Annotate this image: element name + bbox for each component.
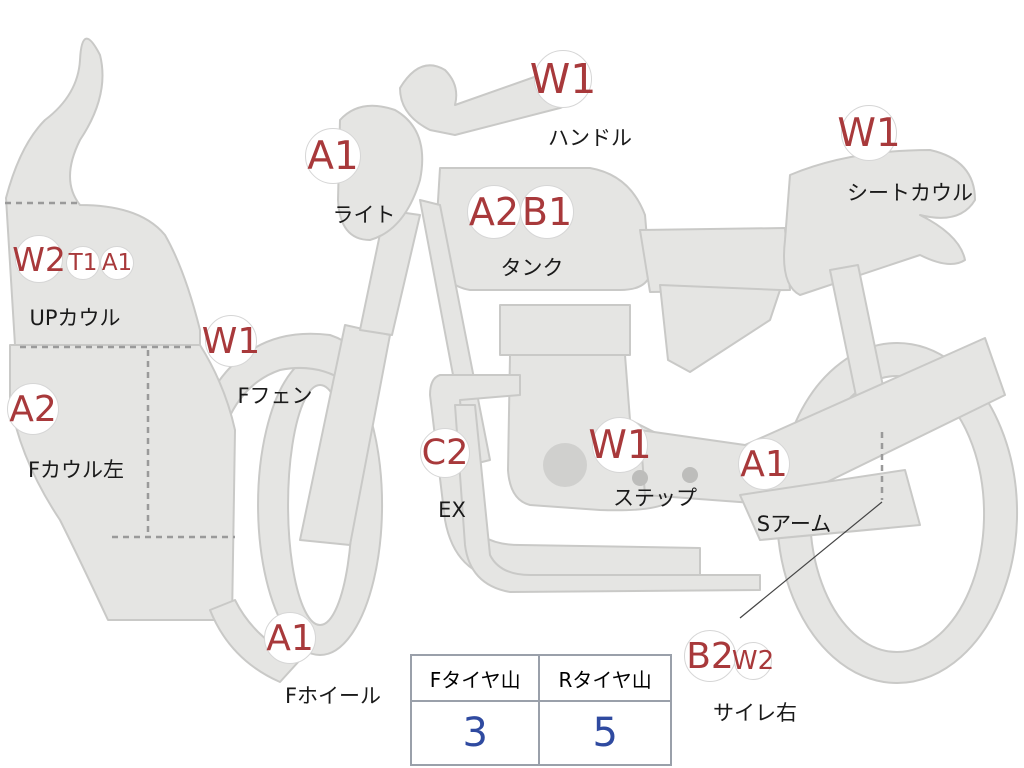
engine-top-shape xyxy=(499,304,631,356)
step-peg-left xyxy=(632,470,648,486)
light-shape xyxy=(337,104,424,241)
rear-tire-value: 5 xyxy=(538,700,672,766)
chin-cowl-shape xyxy=(209,599,301,683)
damage-code: A2 xyxy=(468,190,520,234)
damage-code-badge: W2 xyxy=(12,235,66,283)
damage-code: A2 xyxy=(9,388,57,430)
damage-code: T1 xyxy=(68,250,98,276)
part-label: ステップ xyxy=(613,486,697,510)
damage-code: B2 xyxy=(686,635,734,677)
engine-cover-circle xyxy=(543,443,587,487)
side-panel-shape xyxy=(659,284,781,373)
part-label: EX xyxy=(438,498,466,522)
part-label: Fホイール xyxy=(284,684,382,708)
seat-cowl-shape xyxy=(783,149,976,296)
seat-shape xyxy=(639,227,791,293)
rear-tire-header: Rタイヤ山 xyxy=(538,654,672,702)
damage-code: W1 xyxy=(201,320,261,362)
part-label: Sアーム xyxy=(756,512,832,536)
damage-code-badge: A1 xyxy=(738,438,790,490)
damage-code: A1 xyxy=(740,443,788,485)
damage-code-badge: C2 xyxy=(420,428,470,478)
part-label: Fフェン xyxy=(237,384,313,408)
chain-guard-shape xyxy=(739,469,921,541)
up-cowl-shape xyxy=(5,37,201,346)
front-tire-header: Fタイヤ山 xyxy=(409,654,541,702)
tire-tread-table: Fタイヤ山 Rタイヤ山 3 5 xyxy=(409,654,672,766)
part-label: シートカウル xyxy=(847,181,973,205)
damage-code: W2 xyxy=(731,646,775,676)
damage-code: W1 xyxy=(588,422,652,468)
damage-code-badge: W1 xyxy=(202,315,260,367)
damage-code: A1 xyxy=(101,250,133,276)
part-label: UPカウル xyxy=(29,306,121,330)
damage-code: W2 xyxy=(12,239,66,279)
damage-code-badge: W1 xyxy=(588,417,652,473)
damage-code: A1 xyxy=(307,133,359,179)
damage-code: C2 xyxy=(421,433,469,473)
bike-parts xyxy=(5,37,1019,684)
front-tire-value: 3 xyxy=(409,700,541,766)
damage-code: A1 xyxy=(266,617,314,659)
damage-code-badge: A2 xyxy=(7,383,59,435)
damage-code-badge: T1 xyxy=(66,246,100,280)
f-cowl-shape xyxy=(9,344,236,621)
part-label: Fカウル左 xyxy=(27,458,125,482)
damage-code-badge: B2 xyxy=(684,630,736,682)
damage-code-badge: B1 xyxy=(520,185,574,239)
damage-code: B1 xyxy=(521,190,573,234)
silencer-leader-line xyxy=(739,501,883,619)
damage-code-badge: A2 xyxy=(467,185,521,239)
damage-code: W1 xyxy=(529,55,597,103)
upper-fork-shape xyxy=(359,209,421,336)
part-label: ハンドル xyxy=(548,126,632,150)
step-peg-right xyxy=(682,467,698,483)
damage-code-badge: A1 xyxy=(264,612,316,664)
damage-code: W1 xyxy=(837,110,901,156)
dashed-guides xyxy=(5,201,884,539)
exhaust-lower-shape xyxy=(454,404,761,593)
damage-code-badge: A1 xyxy=(100,246,134,280)
damage-code-badge: A1 xyxy=(305,128,361,184)
damage-code-badge: W2 xyxy=(731,642,775,680)
part-label: サイレ右 xyxy=(713,701,797,725)
part-label: タンク xyxy=(500,256,564,280)
damage-code-badge: W1 xyxy=(530,50,596,108)
damage-code-badge: W1 xyxy=(837,105,901,161)
part-label: ライト xyxy=(332,203,396,227)
